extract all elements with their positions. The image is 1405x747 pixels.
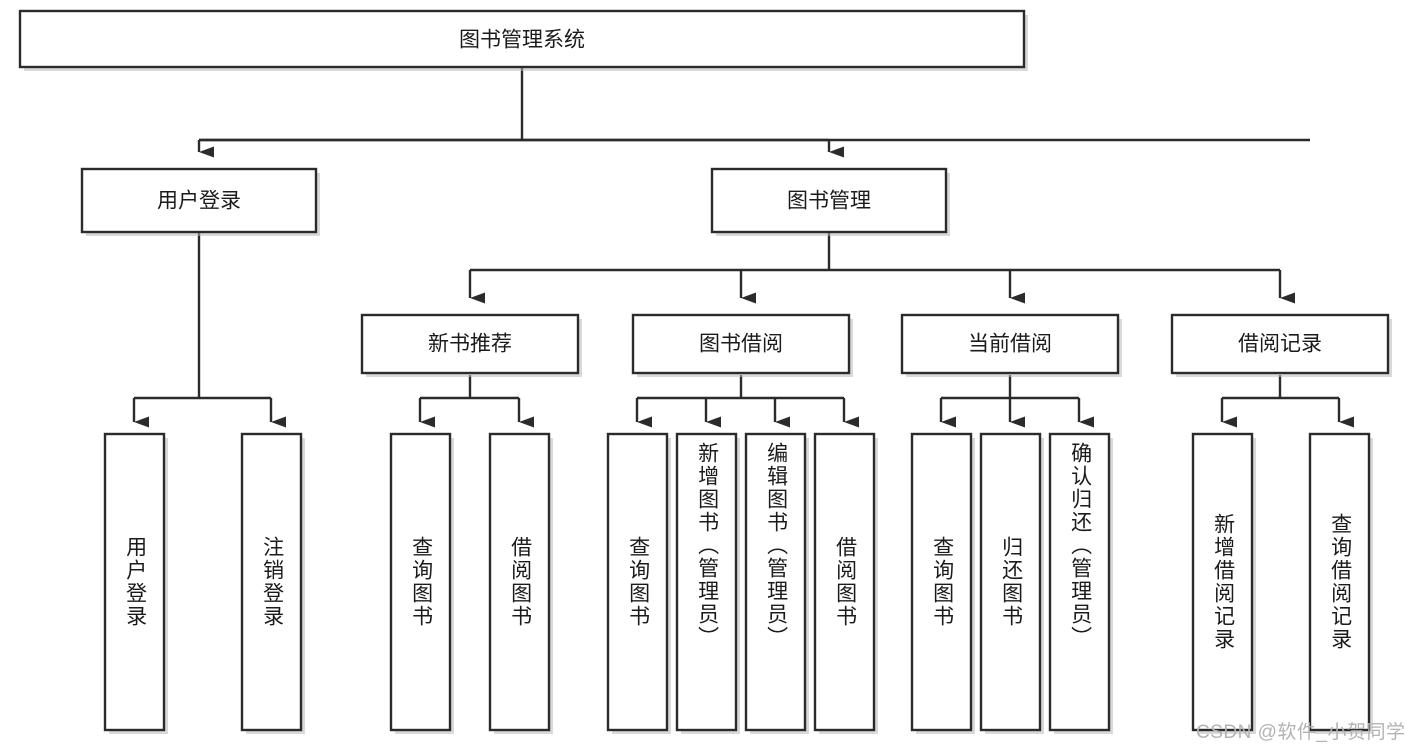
leaf-book-borrow-1[interactable] bbox=[675, 432, 740, 734]
leaf-current-borrow-2-label: 确认归还（管理员） bbox=[1068, 442, 1092, 649]
leaf-new-book-1[interactable] bbox=[488, 432, 553, 734]
leaf-book-borrow-3-label-wrap: 借阅图书 bbox=[815, 434, 874, 730]
leaf-current-borrow-0-label-wrap: 查询图书 bbox=[912, 434, 971, 730]
leaf-current-borrow-0[interactable] bbox=[910, 432, 975, 734]
leaf-current-borrow-2[interactable] bbox=[1048, 432, 1113, 734]
connector-borrowrecord-to-leaves bbox=[1220, 375, 1354, 428]
leaf-user-login-1[interactable] bbox=[240, 432, 305, 734]
leaf-book-borrow-3[interactable] bbox=[813, 432, 878, 734]
node-current-borrow[interactable]: 当前借阅 bbox=[900, 313, 1122, 377]
leaf-new-book-0[interactable] bbox=[389, 432, 454, 734]
leaf-current-borrow-1-label: 归还图书 bbox=[999, 536, 1023, 628]
node-user-login[interactable]: 用户登录 bbox=[80, 167, 320, 236]
node-book-borrow[interactable]: 图书借阅 bbox=[631, 313, 853, 377]
connector-newbook-to-leaves bbox=[418, 375, 534, 428]
node-books-management-label: 图书管理 bbox=[787, 190, 871, 213]
leaf-book-borrow-1-label-wrap: 新增图书（管理员） bbox=[677, 434, 736, 730]
leaf-book-borrow-0-label: 查询图书 bbox=[626, 536, 650, 628]
node-new-book-recommend[interactable]: 新书推荐 bbox=[360, 313, 582, 377]
connector-bookborrow-to-leaves bbox=[635, 375, 859, 428]
node-current-borrow-label: 当前借阅 bbox=[968, 333, 1052, 356]
csdn-watermark: CSDN @软件_小贺同学 bbox=[1196, 722, 1405, 743]
leaf-user-login-0-label-wrap: 用户登录 bbox=[105, 434, 164, 730]
leaf-book-borrow-2[interactable] bbox=[744, 432, 809, 734]
leaf-book-borrow-3-label: 借阅图书 bbox=[833, 536, 857, 628]
connector-currentborrow-to-leaves bbox=[939, 375, 1094, 428]
leaf-user-login-1-label: 注销登录 bbox=[260, 536, 284, 628]
leaf-new-book-0-label: 查询图书 bbox=[409, 536, 433, 628]
node-book-borrow-label: 图书借阅 bbox=[699, 333, 783, 356]
leaf-book-borrow-2-label: 编辑图书（管理员） bbox=[764, 442, 788, 649]
leaf-current-borrow-0-label: 查询图书 bbox=[930, 536, 954, 628]
leaf-borrow-record-0-label-wrap: 新增借阅记录 bbox=[1193, 434, 1252, 730]
leaf-borrow-record-1[interactable] bbox=[1308, 432, 1373, 734]
node-root-label: 图书管理系统 bbox=[459, 29, 585, 52]
leaf-borrow-record-1-label: 查询借阅记录 bbox=[1328, 513, 1352, 651]
leaf-user-login-1-label-wrap: 注销登录 bbox=[242, 434, 301, 730]
leaf-new-book-1-label-wrap: 借阅图书 bbox=[490, 434, 549, 730]
leaf-book-borrow-1-label: 新增图书（管理员） bbox=[695, 442, 719, 649]
leaf-book-borrow-0-label-wrap: 查询图书 bbox=[608, 434, 667, 730]
node-root[interactable]: 图书管理系统 bbox=[18, 9, 1028, 71]
leaf-user-login-0-label: 用户登录 bbox=[123, 536, 147, 628]
leaf-borrow-record-0[interactable] bbox=[1191, 432, 1256, 734]
leaf-current-borrow-1-label-wrap: 归还图书 bbox=[981, 434, 1040, 730]
leaf-current-borrow-2-label-wrap: 确认归还（管理员） bbox=[1050, 434, 1109, 730]
connector-userlogin-to-leaves bbox=[132, 232, 286, 428]
node-borrow-record-label: 借阅记录 bbox=[1238, 333, 1322, 356]
leaf-new-book-0-label-wrap: 查询图书 bbox=[391, 434, 450, 730]
leaf-book-borrow-0[interactable] bbox=[606, 432, 671, 734]
leaf-borrow-record-0-label: 新增借阅记录 bbox=[1211, 513, 1235, 651]
node-user-login-label: 用户登录 bbox=[157, 190, 241, 213]
leaf-book-borrow-2-label-wrap: 编辑图书（管理员） bbox=[746, 434, 805, 730]
connector-root-to-level2 bbox=[197, 67, 1310, 158]
node-new-book-recommend-label: 新书推荐 bbox=[428, 333, 512, 356]
leaf-user-login-0[interactable] bbox=[103, 432, 168, 734]
leaf-current-borrow-1[interactable] bbox=[979, 432, 1044, 734]
node-borrow-record[interactable]: 借阅记录 bbox=[1170, 313, 1392, 377]
connector-booksmgmt-to-level3 bbox=[468, 232, 1295, 304]
node-books-management[interactable]: 图书管理 bbox=[710, 167, 950, 236]
leaf-new-book-1-label: 借阅图书 bbox=[508, 536, 532, 628]
leaf-borrow-record-1-label-wrap: 查询借阅记录 bbox=[1310, 434, 1369, 730]
